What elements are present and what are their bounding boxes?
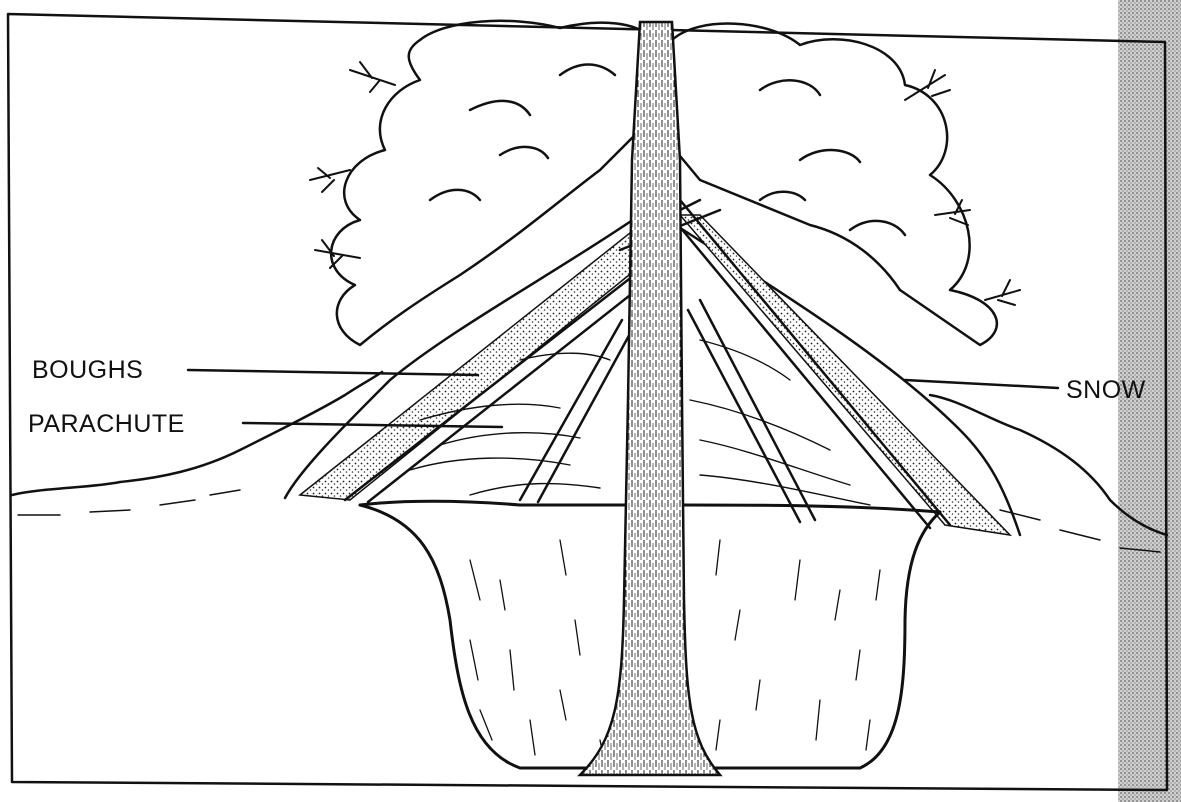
boughs-leader-line [188, 370, 478, 375]
label-parachute: PARACHUTE [28, 410, 185, 438]
label-snow: SNOW [1066, 376, 1146, 404]
tree-trunk [580, 22, 720, 775]
parachute-leader-line [243, 423, 502, 427]
figure-frame [8, 14, 1167, 790]
snow-leader-line [905, 380, 1058, 388]
boughs-right [680, 215, 1010, 535]
label-boughs: BOUGHS [32, 356, 143, 384]
